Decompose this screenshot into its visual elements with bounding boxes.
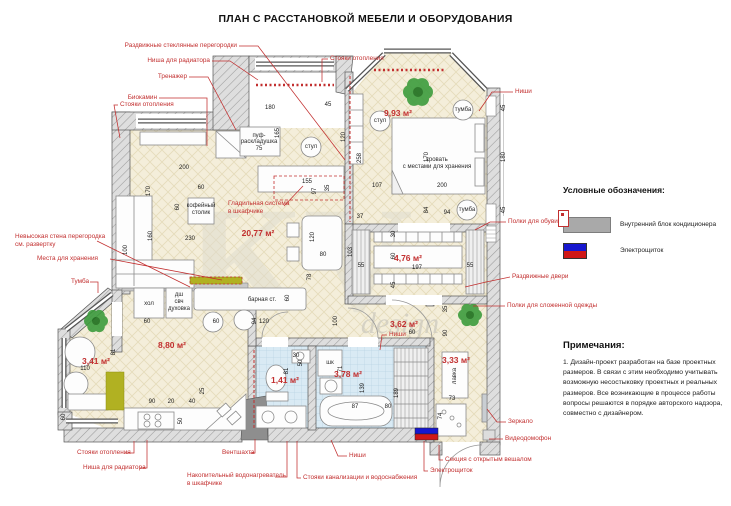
legend-heading: Условные обозначения:: [563, 185, 665, 195]
annotation-leader-line: [478, 91, 513, 112]
annotation-leader-line: [330, 439, 347, 457]
legend-label-electrical: Электрощиток: [620, 247, 664, 254]
annotation-leader-line: [275, 441, 288, 478]
annotation-leader-line: [250, 439, 256, 454]
annotation-leader-line: [438, 445, 443, 461]
notes-body: 1. Дизайн-проект разработан на базе прое…: [563, 359, 723, 417]
watermark-text: design: [361, 307, 439, 340]
annotation-leader-line: [486, 408, 506, 423]
annotation-leader-line: [140, 440, 148, 469]
electrical-panel-icon: [563, 243, 587, 259]
ac-unit-icon: [558, 210, 569, 227]
annotation-leader-line: [296, 441, 301, 479]
annotation-leader-line: [239, 45, 346, 161]
annotation-leader-line: [189, 76, 237, 131]
annotation-leader-line: [125, 441, 135, 454]
electrical-panel-symbol: [414, 427, 439, 441]
annotation-leader-line: [90, 281, 99, 293]
annotation-leader-line: [464, 276, 511, 288]
page-title: ПЛАН С РАССТАНОВКОЙ МЕБЕЛИ И ОБОРУДОВАНИ…: [218, 13, 513, 25]
plant-icon: [84, 309, 108, 333]
glass-partition-marks: [189, 68, 444, 428]
annotation-leader-line: [283, 185, 304, 207]
annotation-leader-line: [159, 97, 208, 146]
annotation-leader-line: [109, 258, 223, 281]
annotation-leader-line: [379, 334, 387, 351]
annotation-leader-line: [96, 240, 191, 288]
annotation-leader-line: [212, 60, 259, 81]
plant-icon: [458, 303, 482, 327]
plant-icon: [403, 78, 433, 106]
notes-heading: Примечания:: [563, 340, 625, 351]
annotation-leader-line: [113, 104, 121, 139]
annotation-leader-line: [423, 441, 428, 472]
plant-icons: [84, 78, 482, 333]
annotation-leader-line: [321, 58, 328, 82]
wall-niche-layer: [485, 95, 497, 243]
annotation-leader-lines: [90, 45, 513, 479]
annotation-leader-line: [474, 221, 506, 231]
legend-label-ac: Внутренний блок кондиционера: [620, 221, 717, 228]
furniture-layer: [63, 93, 496, 441]
door-arc-layer: [261, 299, 483, 488]
